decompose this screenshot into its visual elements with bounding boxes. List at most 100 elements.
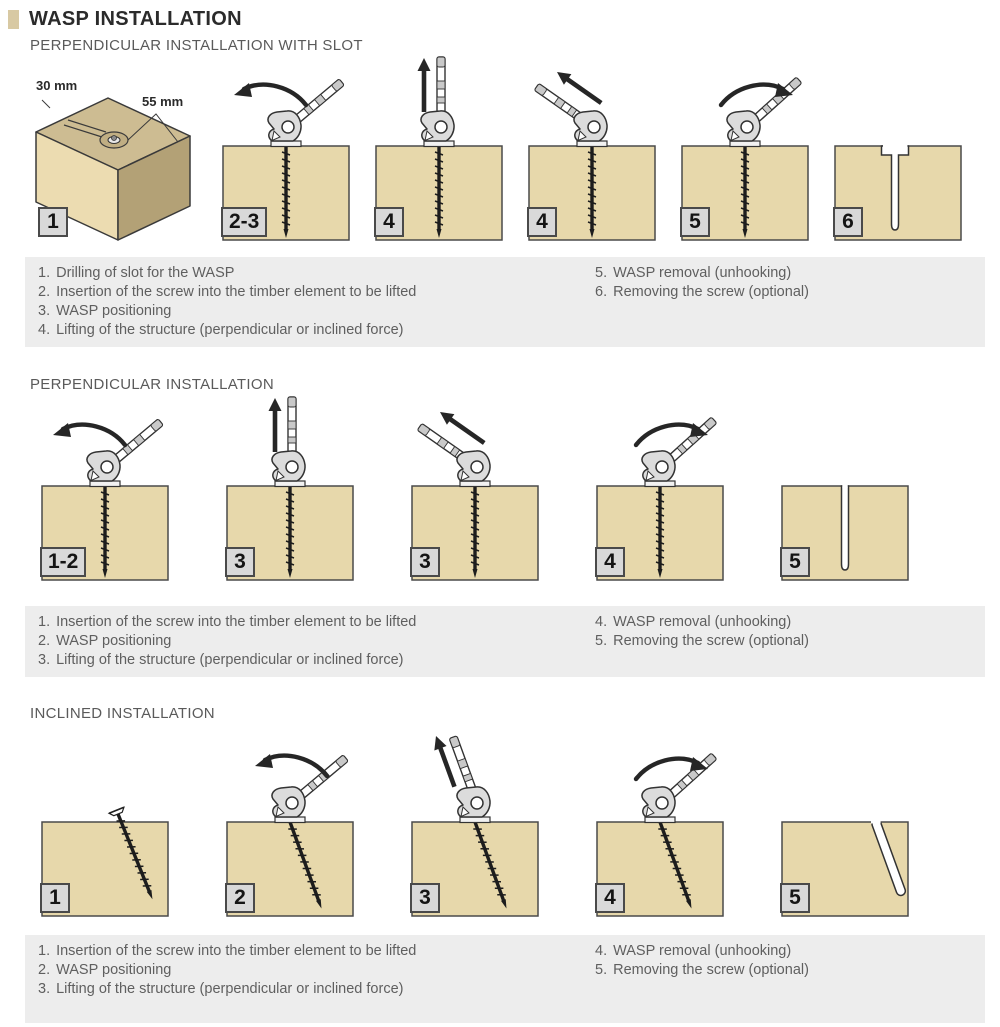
steps-column-right: 4.WASP removal (unhooking) 5.Removing th… — [595, 942, 809, 999]
steps-column-left: 1.Insertion of the screw into the timber… — [38, 613, 595, 670]
step-item: 5.Removing the screw (optional) — [595, 633, 809, 649]
step-item: 6.Removing the screw (optional) — [595, 284, 809, 300]
step-item: 3.WASP positioning — [38, 303, 172, 319]
step-badge: 6 — [833, 207, 863, 237]
step-badge: 2 — [225, 883, 255, 913]
step-item: 4.Lifting of the structure (perpendicula… — [38, 322, 404, 338]
slot-mark-line — [63, 124, 103, 138]
wasp-claw-icon — [641, 786, 676, 824]
page-header: WASP INSTALLATION — [0, 0, 1000, 31]
panel-lift-perpendicular: 3 — [225, 396, 355, 582]
step-item: 4.WASP removal (unhooking) — [595, 614, 792, 630]
curved-arrow-left-icon — [255, 754, 327, 776]
step-badge: 3 — [410, 883, 440, 913]
panel-lift-inclined: 4 — [527, 56, 657, 242]
wasp-claw-icon — [271, 450, 306, 488]
step-badge: 3 — [225, 547, 255, 577]
section2-subtitle: PERPENDICULAR INSTALLATION — [30, 376, 274, 393]
dimension-label-55mm: 55 mm — [142, 94, 184, 109]
section3-steps-band: 1.Insertion of the screw into the timber… — [25, 935, 985, 1023]
step-item: 3.Lifting of the structure (perpendicula… — [38, 652, 404, 668]
hole-opening — [871, 820, 881, 824]
slot-opening — [883, 144, 908, 148]
steps-column-left: 1.Insertion of the screw into the timber… — [38, 942, 595, 999]
dimension-label-30mm: 30 mm — [36, 78, 78, 93]
step-item: 4.WASP removal (unhooking) — [595, 943, 792, 959]
step-item: 5.Removing the screw (optional) — [595, 962, 809, 978]
step-badge: 4 — [595, 547, 625, 577]
section3-subtitle: INCLINED INSTALLATION — [30, 705, 215, 722]
step-item: 1.Insertion of the screw into the timber… — [38, 614, 417, 630]
page-title: WASP INSTALLATION — [29, 8, 242, 30]
step-badge: 5 — [780, 883, 810, 913]
wasp-claw-icon — [726, 110, 761, 148]
slot-opening — [842, 484, 848, 488]
panel-empty-slot: 5 — [780, 396, 910, 582]
t-slot-shape — [880, 145, 910, 231]
dimension-leader-line — [41, 99, 51, 109]
panel-wasp-removal: 5 — [680, 56, 810, 242]
panel-wasp-positioning: 2 — [225, 732, 355, 918]
step-item: 5.WASP removal (unhooking) — [595, 265, 792, 281]
wasp-claw-icon — [573, 110, 608, 148]
step-illustration — [596, 752, 724, 917]
curved-arrow-right-icon — [721, 83, 793, 105]
wasp-claw-icon — [86, 450, 121, 488]
step-item: 1.Drilling of slot for the WASP — [38, 265, 235, 281]
section1-steps-band: 1.Drilling of slot for the WASP 2.Insert… — [25, 257, 985, 347]
step-badge: 4 — [595, 883, 625, 913]
curved-arrow-right-icon — [636, 423, 708, 445]
straight-arrow-up-icon — [418, 58, 431, 112]
timber-block-3d-illustration — [35, 97, 191, 241]
step-badge: 4 — [527, 207, 557, 237]
step-badge: 5 — [780, 547, 810, 577]
panel-timber-dimensions: 30 mm 55 mm 1 — [28, 56, 198, 242]
steps-column-right: 4.WASP removal (unhooking) 5.Removing th… — [595, 613, 809, 670]
panel-wasp-positioning: 1-2 — [40, 396, 170, 582]
step-badge: 1 — [38, 207, 68, 237]
wasp-claw-icon — [271, 786, 306, 824]
wasp-claw-icon — [641, 450, 676, 488]
step-badge: 1 — [40, 883, 70, 913]
curved-arrow-left-icon — [234, 83, 306, 105]
panel-empty-slot: 6 — [833, 56, 963, 242]
step-badge: 3 — [410, 547, 440, 577]
panel-empty-hole: 5 — [780, 732, 910, 918]
screw-stub — [111, 135, 117, 141]
step-item: 1.Insertion of the screw into the timber… — [38, 943, 417, 959]
panel-wasp-positioning: 2-3 — [221, 56, 351, 242]
inclined-hole-shape — [871, 822, 907, 897]
step-badge: 1-2 — [40, 547, 87, 577]
step-badge: 5 — [680, 207, 710, 237]
panel-lift-perpendicular: 4 — [374, 56, 504, 242]
timber-block — [596, 821, 724, 917]
steps-column-right: 5.WASP removal (unhooking) 6.Removing th… — [595, 264, 809, 340]
step-badge: 2-3 — [221, 207, 268, 237]
step-item: 2.WASP positioning — [38, 633, 172, 649]
slot-mark-line — [67, 119, 107, 133]
step-badge: 4 — [374, 207, 404, 237]
straight-arrow-up-icon — [269, 398, 282, 452]
curved-arrow-left-icon — [53, 423, 125, 445]
wasp-claw-icon — [420, 110, 455, 148]
panel-lift-inclined: 3 — [410, 732, 540, 918]
steps-column-left: 1.Drilling of slot for the WASP 2.Insert… — [38, 264, 595, 340]
wasp-claw-icon — [267, 110, 302, 148]
accent-bullet-icon — [8, 10, 19, 29]
panel-lift-inclined: 3 — [410, 396, 540, 582]
step-item: 2.Insertion of the screw into the timber… — [38, 284, 417, 300]
wasp-claw-icon — [456, 786, 491, 824]
step-item: 2.WASP positioning — [38, 962, 172, 978]
step-item: 3.Lifting of the structure (perpendicula… — [38, 981, 404, 997]
section1-subtitle: PERPENDICULAR INSTALLATION WITH SLOT — [30, 37, 363, 54]
section2-steps-band: 1.Insertion of the screw into the timber… — [25, 606, 985, 677]
panel-screw-insertion: 1 — [40, 732, 170, 918]
slot-shape — [840, 485, 850, 571]
wasp-claw-icon — [456, 450, 491, 488]
panel-wasp-removal: 4 — [595, 396, 725, 582]
section2-illustration-row: 1-2 3 3 — [40, 396, 1000, 582]
section1-illustration-row: 30 mm 55 mm 1 2-3 4 — [28, 56, 1000, 242]
timber-side-face — [117, 135, 191, 241]
panel-wasp-removal: 4 — [595, 732, 725, 918]
dimension-leader-line — [127, 113, 179, 143]
